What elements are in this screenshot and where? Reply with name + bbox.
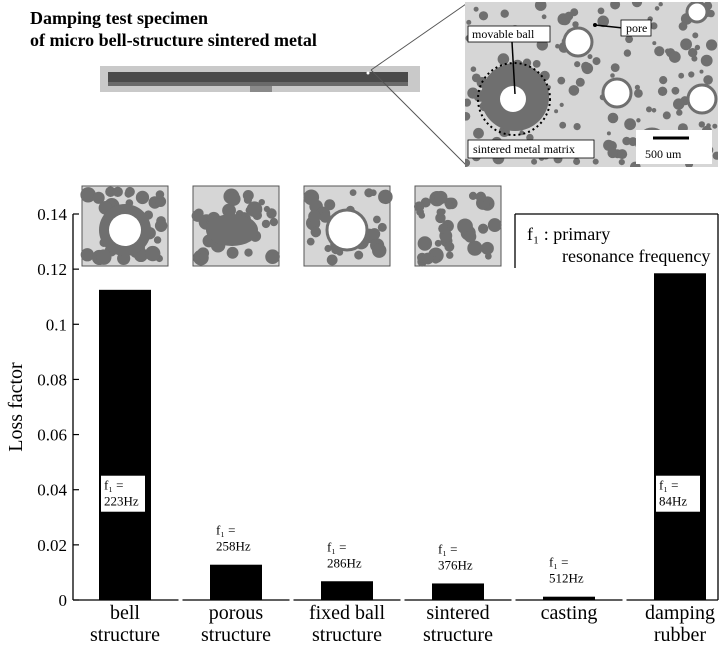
y-tick-label: 0.12 (37, 260, 67, 279)
y-tick-label: 0.08 (37, 370, 67, 389)
freq-label: f₁ = (438, 541, 457, 556)
y-tick-label: 0.02 (37, 536, 67, 555)
category-gap (511, 599, 516, 602)
category-gap (400, 599, 405, 602)
x-tick-label: casting (541, 602, 598, 624)
freq-label: f₁ = (549, 555, 568, 570)
x-tick-label: structure (201, 624, 271, 646)
freq-label: f₁ = (327, 539, 346, 554)
x-tick-label: structure (90, 624, 160, 646)
legend-line1: f₁ : primary (527, 224, 611, 244)
freq-label: 223Hz (104, 494, 139, 509)
scale-bar-label: 500 um (645, 147, 682, 161)
freq-label: f₁ = (216, 523, 235, 538)
bar (654, 273, 706, 600)
freq-label-box (656, 475, 700, 512)
figure-title-line2: of micro bell-structure sintered metal (30, 30, 317, 50)
label-matrix: sintered metal matrix (473, 142, 575, 156)
x-tick-label: bell (110, 602, 140, 624)
microstructure-inset (191, 185, 280, 267)
category-gap (289, 599, 294, 602)
freq-label: 512Hz (549, 571, 584, 586)
x-tick-label: sintered (426, 602, 489, 624)
bar (432, 583, 484, 600)
microstructure-inset (413, 185, 502, 267)
category-gap (622, 599, 627, 602)
y-tick-label: 0.06 (37, 426, 67, 445)
microstructure-inset (303, 185, 393, 267)
bar (321, 581, 373, 600)
bar (543, 596, 595, 600)
freq-label: 376Hz (438, 557, 473, 572)
bar (99, 289, 151, 600)
freq-label-box (101, 475, 145, 512)
x-tick-label: fixed ball (309, 602, 386, 624)
specimen-photo (100, 66, 420, 92)
legend-line2: resonance frequency (562, 246, 711, 266)
y-tick-label: 0.04 (37, 481, 67, 500)
x-tick-label: structure (312, 624, 382, 646)
freq-label: f₁ = (659, 478, 678, 493)
freq-label: f₁ = (104, 478, 123, 493)
microstructure-inset (80, 185, 169, 267)
y-tick-label: 0.14 (37, 205, 67, 224)
freq-label: 286Hz (327, 555, 362, 570)
y-tick-label: 0 (59, 591, 68, 610)
label-pore: pore (626, 21, 647, 35)
bar (210, 564, 262, 600)
category-gap (178, 599, 183, 602)
x-tick-label: structure (423, 624, 493, 646)
figure-title-line1: Damping test specimen (30, 8, 208, 28)
x-tick-label: damping (645, 602, 715, 624)
y-tick-label: 0.1 (46, 315, 67, 334)
freq-label: 258Hz (216, 539, 251, 554)
x-tick-label: porous (209, 602, 264, 624)
label-movable-ball: movable ball (472, 27, 535, 41)
x-tick-label: rubber (654, 624, 707, 646)
freq-label: 84Hz (659, 494, 687, 509)
micrograph: movable ball pore sintered metal matrix … (465, 2, 718, 167)
y-axis-label: Loss factor (5, 362, 27, 452)
